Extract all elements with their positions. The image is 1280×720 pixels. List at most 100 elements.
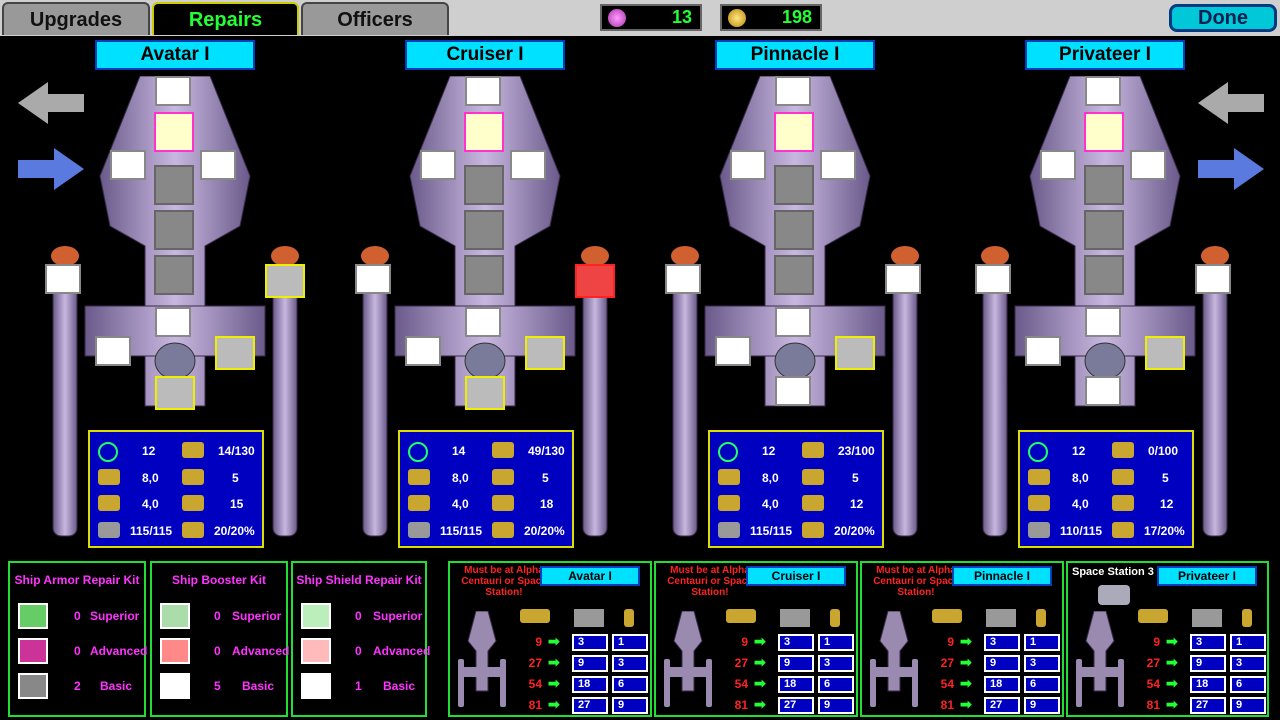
tab-officers[interactable]: Officers [301, 2, 449, 35]
slot-lower-center[interactable] [465, 307, 501, 337]
tab-repairs[interactable]: Repairs [152, 2, 299, 35]
repair-armor-button[interactable]: 27 [572, 697, 608, 714]
slot-mid-3[interactable] [464, 255, 504, 295]
slot-right-upper[interactable] [820, 150, 856, 180]
slot-mid-2[interactable] [154, 210, 194, 250]
repair-fuel-button[interactable]: 6 [1024, 676, 1060, 693]
repair-fuel-button[interactable]: 3 [612, 655, 648, 672]
slot-mid-1[interactable] [464, 165, 504, 205]
repair-fuel-button[interactable]: 9 [818, 697, 854, 714]
tab-upgrades[interactable]: Upgrades [2, 2, 150, 35]
slot-mid-2[interactable] [464, 210, 504, 250]
repair-armor-button[interactable]: 18 [984, 676, 1020, 693]
repair-armor-button[interactable]: 3 [572, 634, 608, 651]
slot-left-lower[interactable] [405, 336, 441, 366]
slot-core[interactable] [464, 112, 504, 152]
slot-top[interactable] [1085, 76, 1121, 106]
slot-right-lower[interactable] [1145, 336, 1185, 370]
slot-bottom[interactable] [775, 376, 811, 406]
slot-top[interactable] [465, 76, 501, 106]
repair-fuel-button[interactable]: 6 [818, 676, 854, 693]
repair-armor-button[interactable]: 3 [1190, 634, 1226, 651]
slot-left-lower[interactable] [1025, 336, 1061, 366]
arrow-right-icon[interactable] [18, 148, 84, 190]
done-button[interactable]: Done [1169, 4, 1277, 32]
repair-fuel-button[interactable]: 1 [612, 634, 648, 651]
repair-fuel-button[interactable]: 1 [1230, 634, 1266, 651]
repair-fuel-button[interactable]: 3 [1024, 655, 1060, 672]
slot-core[interactable] [774, 112, 814, 152]
repair-armor-button[interactable]: 18 [778, 676, 814, 693]
repair-fuel-button[interactable]: 6 [612, 676, 648, 693]
slot-lower-center[interactable] [775, 307, 811, 337]
slot-left-upper[interactable] [1040, 150, 1076, 180]
slot-left-upper[interactable] [110, 150, 146, 180]
slot-right-upper[interactable] [510, 150, 546, 180]
slot-bottom[interactable] [465, 376, 505, 410]
slot-right-wing[interactable] [885, 264, 921, 294]
repair-fuel-button[interactable]: 9 [612, 697, 648, 714]
repair-fuel-button[interactable]: 9 [1024, 697, 1060, 714]
slot-mid-3[interactable] [774, 255, 814, 295]
slot-top[interactable] [775, 76, 811, 106]
slot-mid-3[interactable] [154, 255, 194, 295]
slot-left-wing[interactable] [665, 264, 701, 294]
repair-armor-button[interactable]: 9 [1190, 655, 1226, 672]
slot-mid-2[interactable] [1084, 210, 1124, 250]
slot-right-lower[interactable] [835, 336, 875, 370]
slot-top[interactable] [155, 76, 191, 106]
slot-mid-1[interactable] [154, 165, 194, 205]
repair-armor-button[interactable]: 3 [984, 634, 1020, 651]
slot-right-lower[interactable] [525, 336, 565, 370]
repair-fuel-button[interactable]: 6 [1230, 676, 1266, 693]
slot-lower-center[interactable] [1085, 307, 1121, 337]
slot-mid-3[interactable] [1084, 255, 1124, 295]
arrow-right-icon-right[interactable] [1198, 148, 1264, 190]
slot-right-wing[interactable] [1195, 264, 1231, 294]
repair-armor-button[interactable]: 27 [778, 697, 814, 714]
repair-armor-button[interactable]: 18 [1190, 676, 1226, 693]
slot-core[interactable] [1084, 112, 1124, 152]
slot-right-upper[interactable] [200, 150, 236, 180]
slot-left-upper[interactable] [420, 150, 456, 180]
slot-left-lower[interactable] [715, 336, 751, 366]
slot-right-upper[interactable] [1130, 150, 1166, 180]
repair-armor-button[interactable]: 9 [778, 655, 814, 672]
repair-fuel-button[interactable]: 9 [1230, 697, 1266, 714]
slot-right-wing[interactable] [265, 264, 305, 298]
slot-lower-center[interactable] [155, 307, 191, 337]
repair-fuel-button[interactable]: 3 [818, 655, 854, 672]
slot-left-upper[interactable] [730, 150, 766, 180]
slot-bottom[interactable] [155, 376, 195, 410]
arrow-left-inactive-icon-right[interactable] [1198, 82, 1264, 124]
slot-mid-1[interactable] [1084, 165, 1124, 205]
repair-armor-button[interactable]: 27 [984, 697, 1020, 714]
slot-core[interactable] [154, 112, 194, 152]
repair-armor-button[interactable]: 3 [778, 634, 814, 651]
slot-bottom[interactable] [1085, 376, 1121, 406]
repair-armor-button[interactable]: 9 [984, 655, 1020, 672]
slot-right-wing[interactable] [575, 264, 615, 298]
repair-armor-button[interactable]: 27 [1190, 697, 1226, 714]
slot-left-lower[interactable] [95, 336, 131, 366]
slot-right-lower[interactable] [215, 336, 255, 370]
slot-left-wing[interactable] [355, 264, 391, 294]
slot-left-wing[interactable] [45, 264, 81, 294]
slot-left-wing[interactable] [975, 264, 1011, 294]
repair-fuel-button[interactable]: 3 [1230, 655, 1266, 672]
slot-mid-2[interactable] [774, 210, 814, 250]
arrow-left-inactive-icon[interactable] [18, 82, 84, 124]
repair-armor-button[interactable]: 18 [572, 676, 608, 693]
repair-fuel-button[interactable]: 1 [818, 634, 854, 651]
repair-armor-button[interactable]: 9 [572, 655, 608, 672]
slot-mid-1[interactable] [774, 165, 814, 205]
